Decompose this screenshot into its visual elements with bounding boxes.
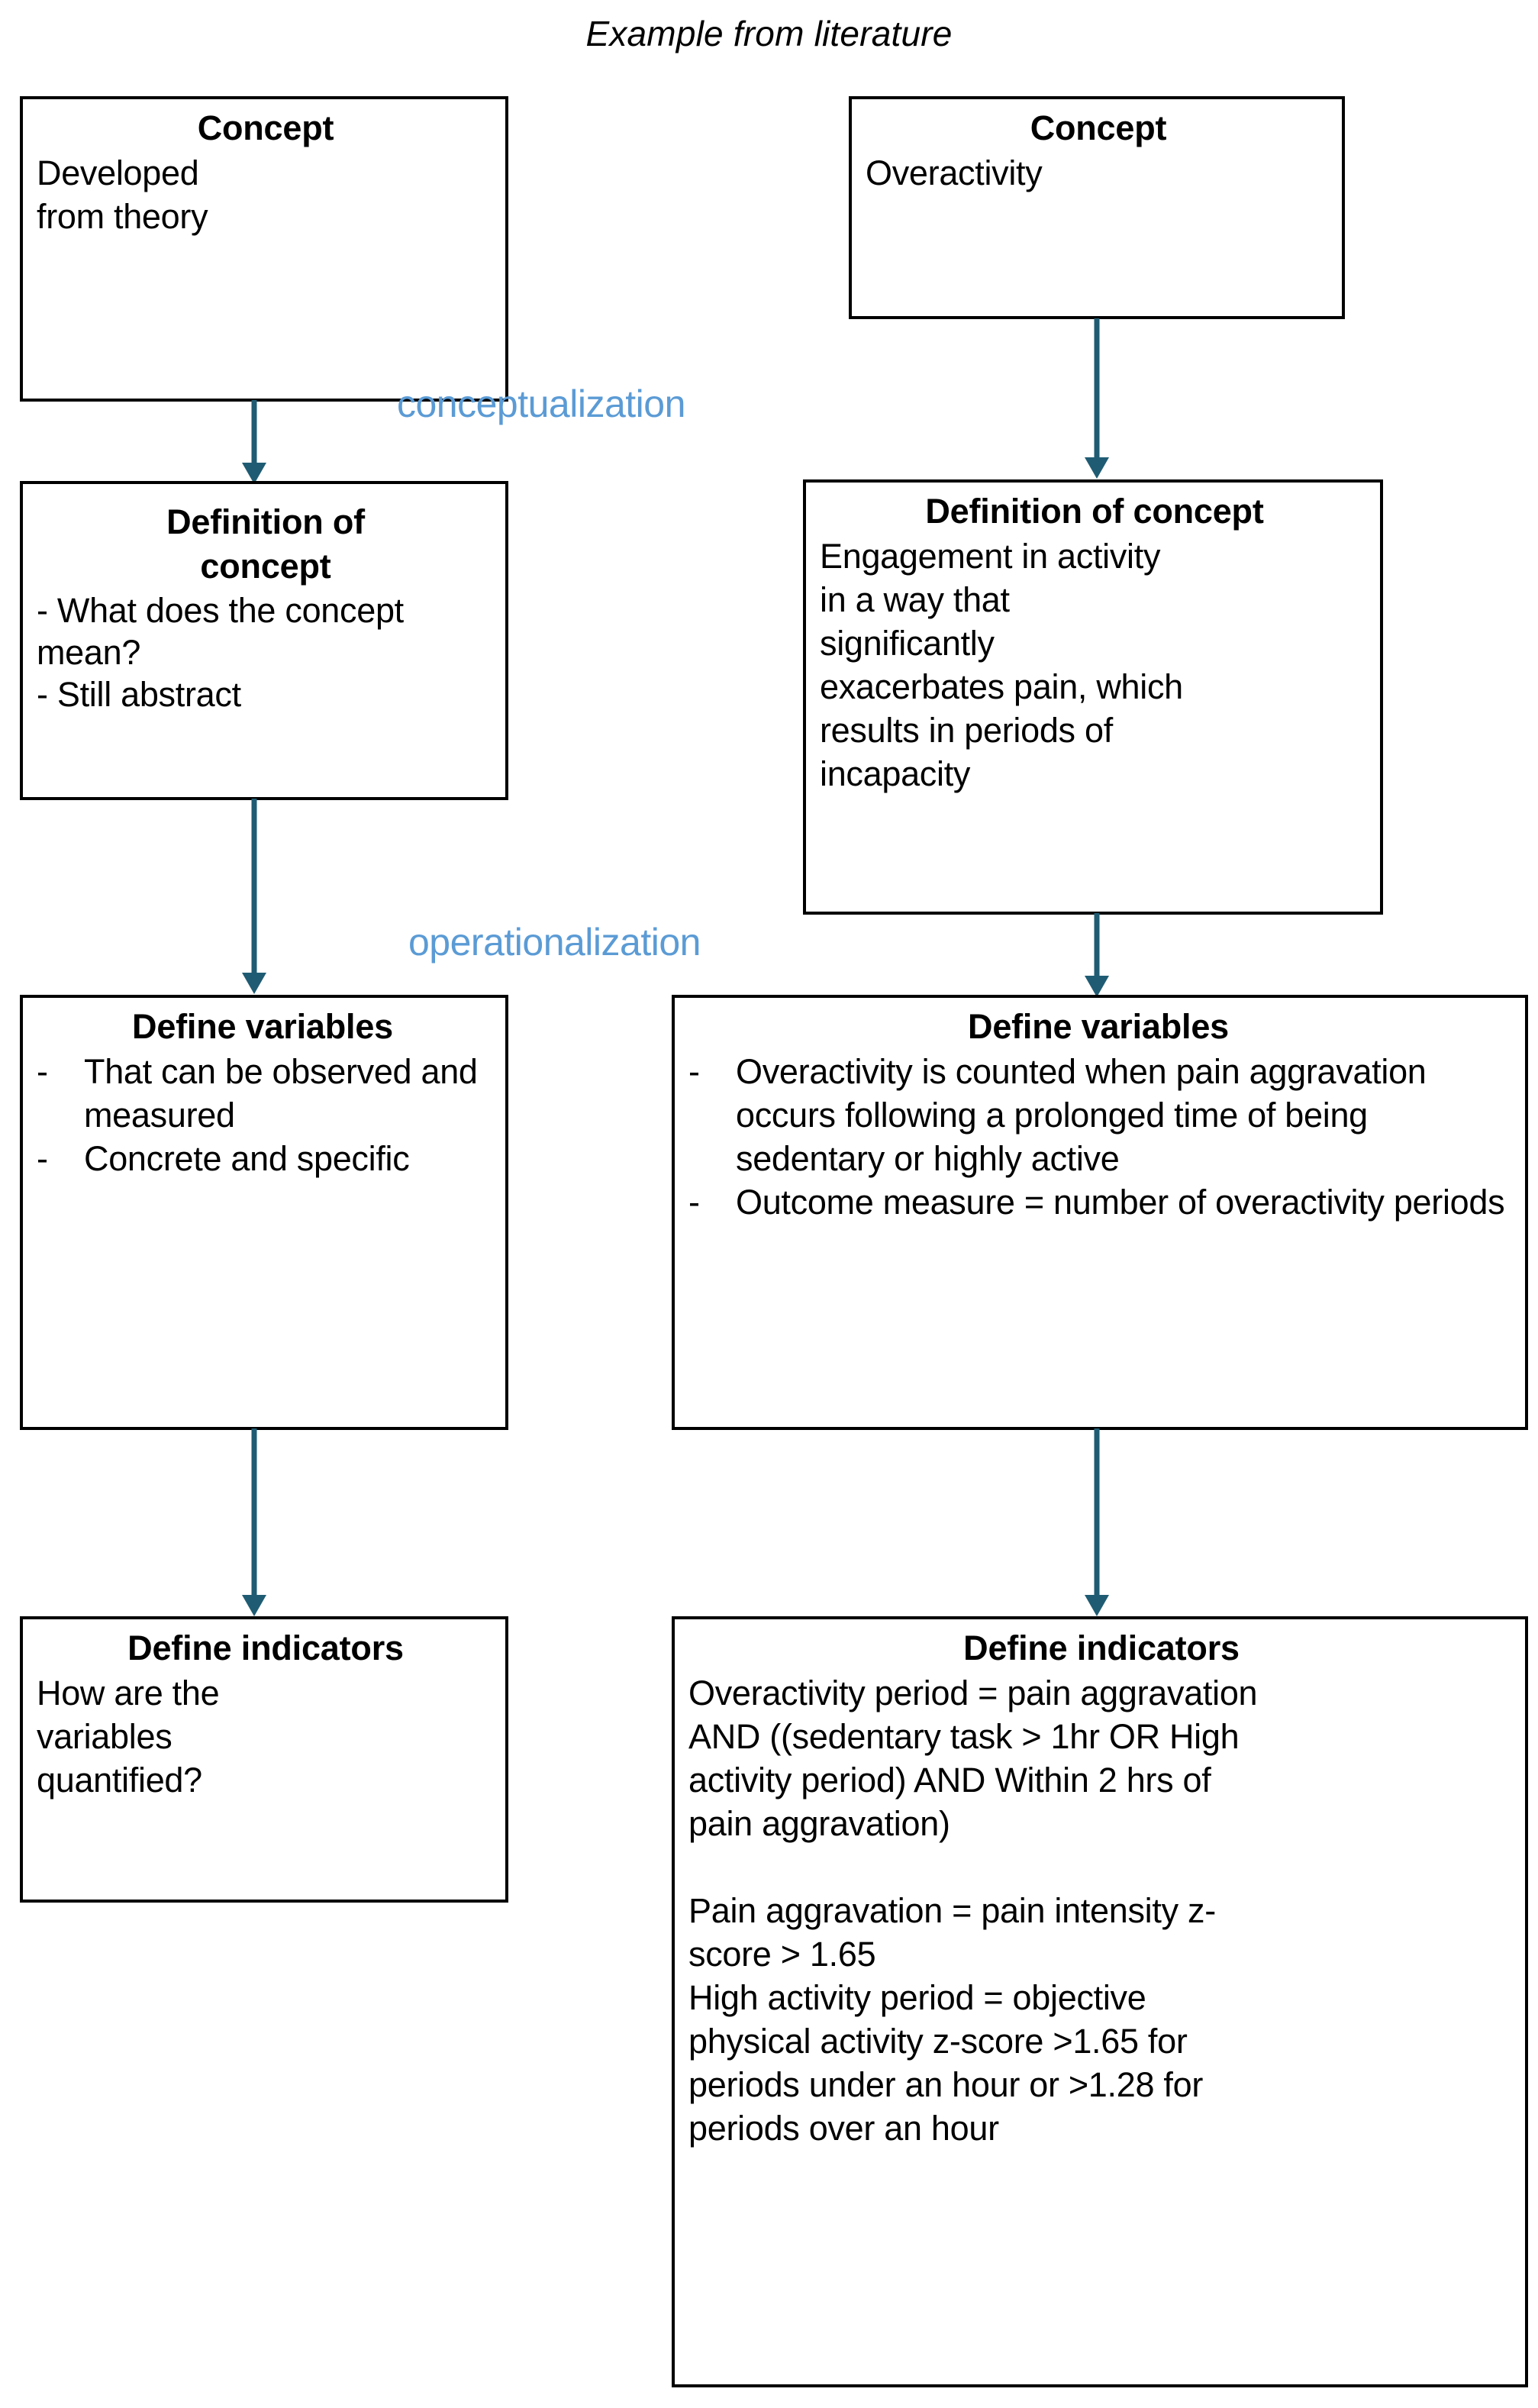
box-example-indicators: Define indicators Overactivity period = … bbox=[672, 1616, 1528, 2387]
bullet-dash: - bbox=[37, 675, 48, 714]
arrow-example-variables-to-indicators bbox=[1085, 1428, 1109, 1616]
arrow-example-definition-to-variables bbox=[1085, 913, 1109, 997]
box-line: periods over an hour bbox=[688, 2109, 999, 2148]
box-line: in a way that bbox=[820, 580, 1010, 619]
box-line: How are the bbox=[37, 1674, 220, 1712]
box-example-definition: Definition of concept Engagement in acti… bbox=[803, 479, 1383, 915]
box-line: AND ((sedentary task > 1hr OR High bbox=[688, 1717, 1240, 1756]
box-line: quantified? bbox=[37, 1761, 202, 1800]
box-line: activity period) AND Within 2 hrs of bbox=[688, 1761, 1211, 1800]
box-title: Define variables bbox=[968, 1007, 1229, 1046]
box-line: Developed bbox=[37, 153, 199, 192]
bullet-list: - That can be observed and measured - Co… bbox=[31, 1050, 495, 1180]
bullet-item: - Concrete and specific bbox=[31, 1137, 495, 1180]
box-line: results in periods of bbox=[820, 711, 1113, 750]
box-example-concept: Concept Overactivity bbox=[849, 96, 1345, 319]
figure-caption: Example from literature bbox=[585, 14, 953, 53]
bullet-text: Outcome measure = number of overactivity… bbox=[736, 1183, 1505, 1222]
bullet-text: Overactivity is counted when pain aggrav… bbox=[736, 1052, 1427, 1178]
box-title: Concept bbox=[1030, 108, 1167, 147]
box-line: pain aggravation) bbox=[688, 1804, 950, 1843]
box-blank-line bbox=[688, 1845, 1514, 1889]
box-line: physical activity z-score >1.65 for bbox=[688, 2022, 1188, 2061]
box-generic-definition: Definition of concept - What does the co… bbox=[20, 481, 508, 800]
box-line: exacerbates pain, which bbox=[820, 667, 1183, 706]
arrow-example-concept-to-definition bbox=[1085, 318, 1109, 479]
box-title: Define indicators bbox=[127, 1628, 404, 1667]
arrow-generic-concept-to-definition bbox=[242, 400, 266, 484]
bullet-dash: - bbox=[688, 1183, 700, 1222]
bullet-item: - Outcome measure = number of overactivi… bbox=[682, 1180, 1514, 1224]
bullet-item: - That can be observed and measured bbox=[31, 1050, 495, 1137]
stage-label-operationalization: operationalization bbox=[408, 921, 701, 964]
box-title: Definition of concept bbox=[925, 492, 1264, 531]
box-line: Overactivity bbox=[866, 153, 1043, 192]
box-generic-concept: Concept Developed from theory bbox=[20, 96, 508, 402]
box-title: Define indicators bbox=[963, 1628, 1240, 1667]
box-generic-variables: Define variables - That can be observed … bbox=[20, 995, 508, 1430]
arrow-generic-definition-to-variables bbox=[242, 799, 266, 994]
box-title: Definition of bbox=[166, 502, 365, 541]
box-bullet: - What does the concept mean? bbox=[37, 589, 495, 673]
box-line: significantly bbox=[820, 624, 995, 663]
bullet-text: Concrete and specific bbox=[84, 1139, 410, 1178]
box-line: High activity period = objective bbox=[688, 1978, 1146, 2017]
box-title: Concept bbox=[197, 108, 334, 147]
stage-label-conceptualization: conceptualization bbox=[397, 383, 685, 425]
bullet-text: Still abstract bbox=[56, 675, 241, 714]
bullet-text: What does the concept mean? bbox=[37, 591, 404, 672]
box-example-variables: Define variables - Overactivity is count… bbox=[672, 995, 1528, 1430]
box-line: periods under an hour or >1.28 for bbox=[688, 2065, 1204, 2104]
bullet-dash: - bbox=[688, 1052, 700, 1091]
box-bullet: - Still abstract bbox=[37, 673, 495, 715]
bullet-text: That can be observed and measured bbox=[84, 1052, 478, 1135]
bullet-dash: - bbox=[37, 591, 48, 630]
bullet-list: - Overactivity is counted when pain aggr… bbox=[682, 1050, 1514, 1224]
arrow-generic-variables-to-indicators bbox=[242, 1428, 266, 1616]
box-title: Define variables bbox=[132, 1007, 393, 1046]
box-generic-indicators: Define indicators How are the variables … bbox=[20, 1616, 508, 1903]
box-line: score > 1.65 bbox=[688, 1935, 876, 1974]
box-line: Overactivity period = pain aggravation bbox=[688, 1674, 1258, 1712]
box-line: variables bbox=[37, 1717, 173, 1756]
bullet-dash: - bbox=[37, 1139, 48, 1178]
bullet-item: - Overactivity is counted when pain aggr… bbox=[682, 1050, 1514, 1180]
box-line: Engagement in activity bbox=[820, 537, 1161, 576]
box-title: concept bbox=[200, 547, 331, 586]
box-line: incapacity bbox=[820, 754, 971, 793]
box-line: Pain aggravation = pain intensity z- bbox=[688, 1891, 1216, 1930]
bullet-dash: - bbox=[37, 1052, 48, 1091]
box-line: from theory bbox=[37, 197, 208, 236]
